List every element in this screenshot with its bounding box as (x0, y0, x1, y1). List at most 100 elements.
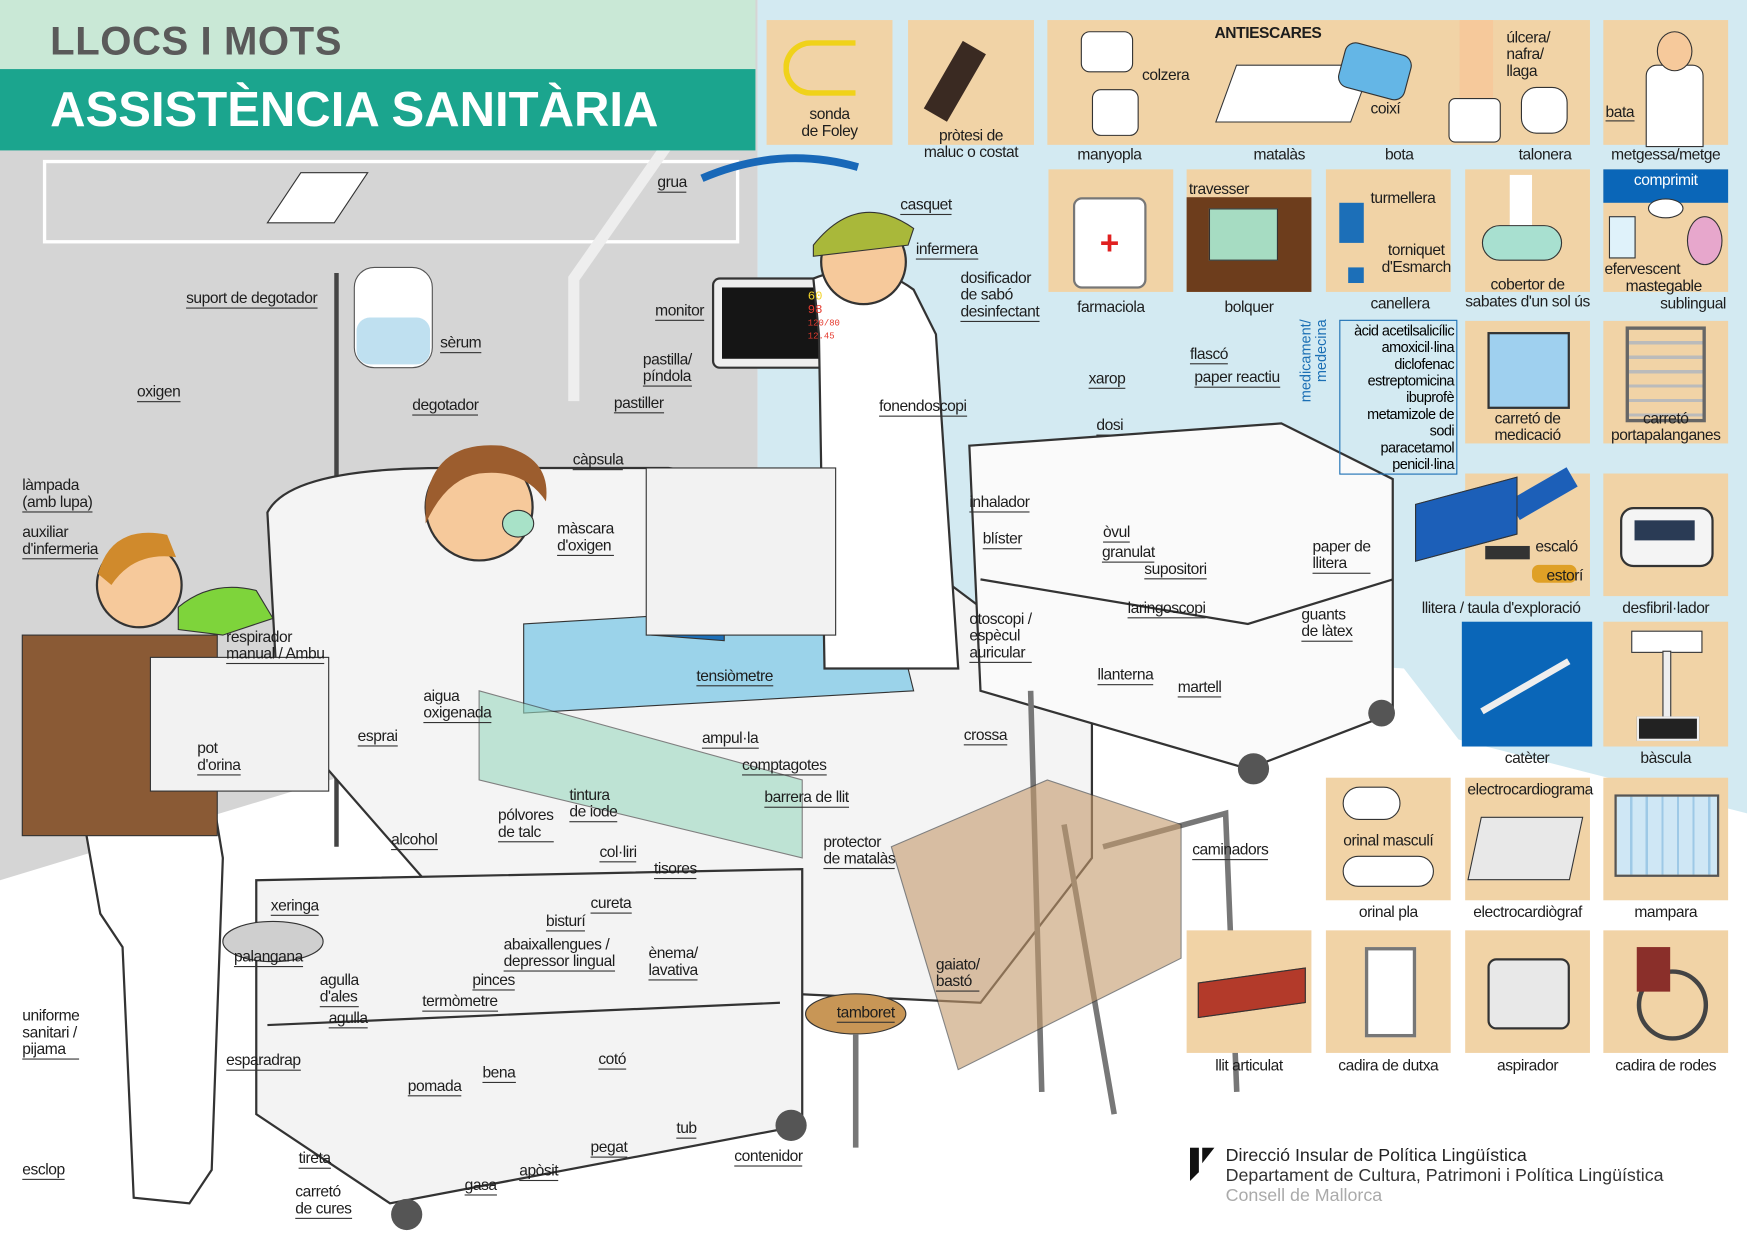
scene-label: pot d'orina (197, 739, 241, 776)
scene-label: apòsit (519, 1162, 559, 1182)
doctor-icon (1645, 64, 1704, 148)
scene-label: suport de degotador (186, 289, 318, 309)
medication-item: metamizole de sodi (1367, 405, 1455, 439)
scene-label: càpsula (572, 451, 624, 471)
medication-item: estreptomicina (1367, 372, 1455, 389)
label-cateter: catèter (1504, 748, 1550, 767)
medication-item: paracetamol (1380, 438, 1455, 456)
label-desfibril: desfibril·lador (1622, 598, 1710, 617)
scene-label: xarop (1088, 369, 1126, 389)
scene-label: paper de llitera (1312, 538, 1371, 574)
medication-item: ibuprofè (1406, 388, 1455, 406)
tile-foley: sonda de Foley (766, 20, 893, 145)
scene-label: esprai (357, 727, 398, 747)
label-mastegable: mastegable (1625, 276, 1703, 295)
scene-label: paper reactiu (1194, 368, 1280, 388)
screen-icon (1614, 794, 1720, 877)
scene-label: sèrum (440, 334, 482, 354)
diaper-icon (1208, 208, 1278, 261)
label-carreto-medicacio: carretó de medicació (1494, 408, 1561, 444)
step-stool-icon (1485, 545, 1530, 560)
label-cadira-rodes: cadira de rodes (1615, 1056, 1717, 1075)
label-escalo: escaló (1535, 537, 1578, 555)
wrist-brace-icon (1348, 267, 1364, 284)
monitor-time: 12.45 (807, 332, 835, 343)
label-llit-articulat: llit articulat (1215, 1056, 1283, 1075)
tile-comprimit: comprimit efervescent mastegable (1603, 169, 1729, 295)
scene-label: aigua oxigenada (423, 687, 492, 724)
medication-item: diclofenac (1394, 355, 1455, 373)
tile-orinal: orinal masculí (1325, 777, 1451, 901)
scene-label: esparadrap (226, 1051, 301, 1071)
scene-label: làmpada (amb lupa) (22, 476, 93, 513)
blood-pressure: 120/80 (807, 318, 840, 329)
boot-icon (1448, 98, 1501, 143)
consell-logo-icon (1189, 1147, 1215, 1182)
label-electrocardiograf: electrocardiògraf (1473, 902, 1582, 921)
tile-desfibril (1603, 473, 1729, 597)
scene-label: dosi (1096, 416, 1124, 436)
glass-icon (1608, 216, 1636, 259)
medication-heading: medicament/ medecina (1296, 319, 1330, 403)
tile-cadira-rodes (1603, 930, 1729, 1053)
label-orinal-masculi: orinal masculí (1343, 831, 1434, 850)
scene-label: contenidor (734, 1147, 803, 1167)
scale-pole-icon (1662, 650, 1672, 723)
scene-label: cotó (598, 1050, 626, 1070)
scene-label: tireta (298, 1149, 331, 1169)
scale-platform-icon (1636, 716, 1700, 741)
title-band (0, 69, 756, 151)
label-manyopla: manyopla (1077, 144, 1142, 163)
scene-label: blíster (982, 530, 1023, 550)
scene-label: protector de matalàs (823, 833, 896, 870)
group-title: ANTIESCARES (1214, 23, 1322, 42)
scene-label: flascó (1189, 345, 1229, 365)
scene-label: ènema/ lavativa (648, 944, 698, 981)
label-matalas: matalàs (1253, 144, 1305, 163)
tile-farmaciola: + (1048, 169, 1174, 292)
tile-cadira-dutxa (1325, 930, 1451, 1053)
ecg-machine-icon (1467, 816, 1584, 881)
label-comprimit: comprimit (1633, 170, 1698, 189)
scene-label: alcohol (391, 831, 438, 851)
label-metgessa: metgessa/metge (1611, 144, 1721, 163)
scene-label: bisturí (545, 912, 586, 932)
label-colzera: colzera (1142, 65, 1190, 84)
scene-label: tub (676, 1119, 697, 1139)
scene-label: fonendoscopi (879, 397, 967, 417)
scene-label: laringoscopi (1127, 599, 1206, 619)
tile-label: sonda de Foley (801, 104, 858, 140)
scene-label: òvul (1103, 523, 1130, 543)
scene-label: oxigen (137, 383, 181, 403)
tile-metgessa: bata (1603, 20, 1729, 148)
label-bascula: bàscula (1640, 748, 1692, 767)
label-sublingual: sublingual (1660, 294, 1726, 312)
scene-label: pegat (590, 1138, 628, 1158)
hip-prosthesis-icon (923, 40, 986, 122)
shower-chair-icon (1364, 947, 1417, 1038)
scene-label: tisores (654, 860, 697, 880)
scene-label: màscara d'oxigen (557, 520, 614, 556)
label-orinal-pla: orinal pla (1358, 902, 1418, 921)
scene-label: xeringa (270, 896, 319, 916)
label-aspirador: aspirador (1497, 1056, 1559, 1075)
oxygen-saturation: 98 (807, 304, 823, 318)
scene-label: pastilla/ píndola (642, 350, 692, 387)
tablet-icon (1647, 198, 1684, 219)
mat-icon (1532, 564, 1577, 583)
heart-rate: 60 (807, 290, 823, 305)
ankle-brace-icon (1339, 202, 1364, 243)
scene-label: tensiòmetre (696, 667, 773, 687)
scene-label: degotador (412, 396, 479, 416)
heel-protector-icon (1520, 86, 1568, 134)
medication-item: amoxicil·lina (1381, 338, 1455, 356)
scene-label: palangana (233, 948, 303, 968)
tile-cobertor: cobertor de sabates d'un sol ús (1465, 169, 1590, 309)
scene-label: respirador manual / Ambu (226, 628, 325, 665)
shoe-cover-icon (1481, 225, 1563, 261)
scene-label: comptagotes (742, 756, 827, 776)
scene-label: termòmetre (422, 992, 498, 1012)
label-efervescent: efervescent (1604, 259, 1681, 278)
scene-label: gasa (464, 1176, 497, 1196)
exam-table-icon (1508, 467, 1578, 520)
